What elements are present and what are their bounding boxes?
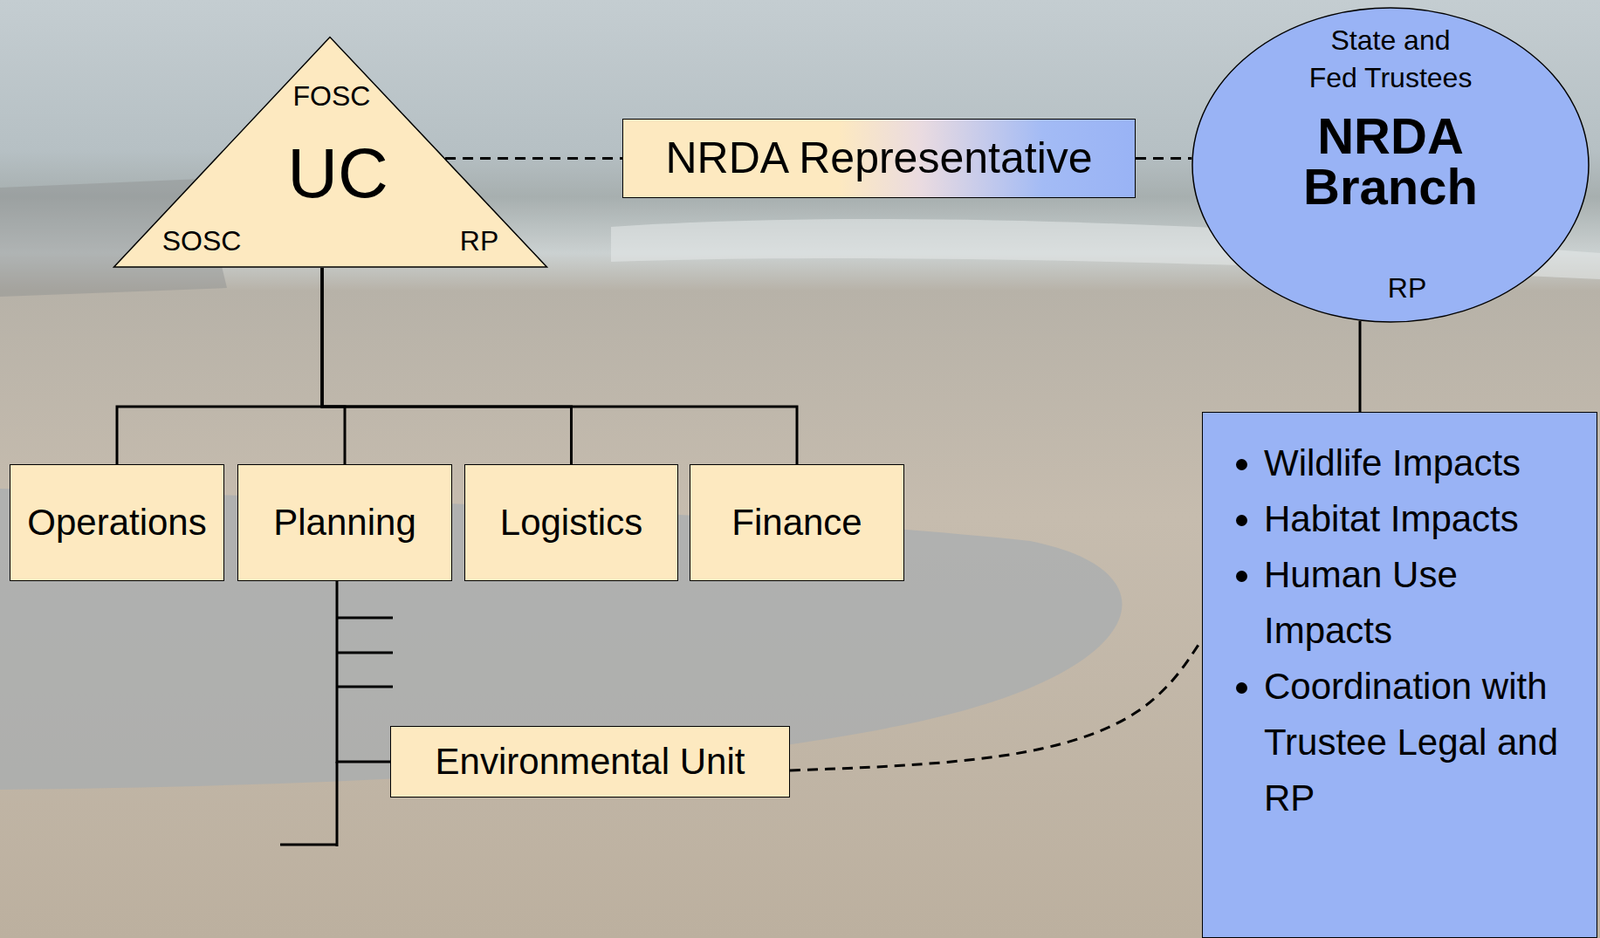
list-item: Human Use Impacts [1263,547,1588,660]
branch-ellipse: State and Fed TrusteesNRDA BranchRP [1191,6,1590,323]
section-box: Operations [9,464,225,582]
node-text: Finance [731,502,862,543]
wet-sand [0,488,1122,790]
section-box: Finance [689,464,905,582]
ellipse-shape [1192,7,1589,323]
impact-list: Wildlife ImpactsHabitat ImpactsHuman Use… [1202,412,1597,827]
connector-line [336,581,391,763]
bracket-tick [336,652,393,655]
representative-box: NRDA Representative [622,118,1136,199]
list-item: Wildlife Impacts [1263,435,1588,492]
node-text: NRDA Branch [1277,110,1504,213]
triangle-shape [114,37,548,268]
node-text: Logistics [500,502,643,543]
node-text: RP [460,226,499,257]
node-text: Environmental Unit [435,741,746,783]
node-text: State and Fed Trustees [1304,21,1477,97]
node-text: Planning [273,502,416,543]
list-item: Habitat Impacts [1263,491,1588,548]
connector-line [1359,321,1362,413]
bracket-line [336,762,339,847]
list-item: Coordination with Trustee Legal and RP [1263,659,1588,827]
connector-line [322,267,797,465]
section-box: Planning [237,464,453,582]
node-text: RP [1387,273,1427,304]
bracket-tick [336,686,393,689]
section-box: Logistics [464,464,679,582]
connector-line [322,267,572,465]
node-text: FOSC [293,81,371,112]
node-text: NRDA Representative [665,134,1092,183]
dashed-connector [1135,157,1192,160]
connector-line [322,267,345,465]
connector-line [116,267,323,465]
unit-box: Environmental Unit [390,726,790,798]
bracket-tick [280,844,338,847]
impact-list-box: Wildlife ImpactsHabitat ImpactsHuman Use… [1201,412,1598,938]
node-text: SOSC [162,226,242,257]
bracket-tick [336,617,393,620]
unified-command-triangle: FOSC UC SOSC RP [112,35,549,268]
node-text: UC [287,135,389,213]
node-text: Operations [27,502,207,543]
dashed-connector [445,157,623,160]
dashed-connector [789,639,1202,771]
